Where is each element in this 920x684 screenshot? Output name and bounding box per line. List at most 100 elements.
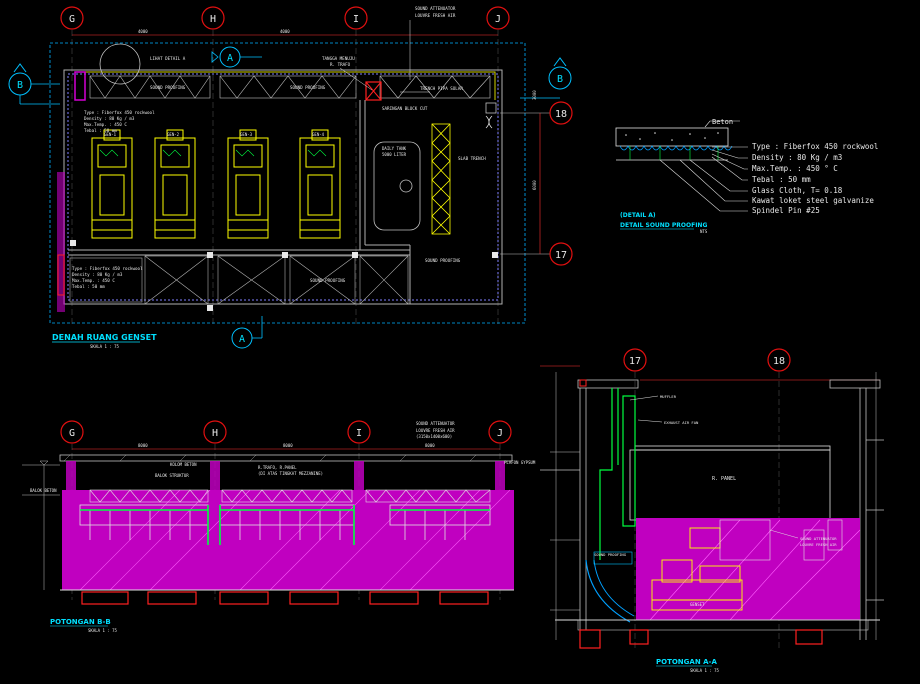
grid-label-i: I	[353, 14, 359, 25]
sound-attenuator-label: SOUND ATTENUATOR	[415, 6, 456, 11]
svg-text:GEN-1: GEN-1	[104, 132, 117, 137]
plan-title: DENAH RUANG GENSET	[52, 333, 157, 342]
detail-note-spindel: Spindel Pin #25	[752, 206, 820, 215]
detail-a-subtitle: DETAIL SOUND PROOFING	[620, 222, 707, 229]
sound-proofing-label-2: SOUND PROOFING	[290, 85, 326, 90]
section-mark-a-bottom: A	[231, 316, 263, 349]
detail-beton-label: Beton	[712, 118, 733, 126]
section-a-louvre: LOUVRE FRESH AIR	[800, 542, 837, 547]
detail-a-nts: NTS	[700, 229, 708, 234]
daily-tank-label: DAILY TANK	[382, 146, 407, 151]
section-b-balok-beton: BALOK BETON	[30, 488, 57, 493]
detail-note-glass: Glass Cloth, T= 0.18	[752, 186, 843, 195]
section-b-trafo2: (DI ATAS TINGKAT MEZZANINE)	[258, 471, 323, 476]
section-a-sound-proof: SOUND PROOFING	[594, 552, 627, 557]
detail-spec-type: Type : Fiberfox 450 rockwool	[752, 142, 878, 151]
saringan-label: SARINGAN BLOCK CUT	[382, 106, 428, 111]
panel-label: R. PANEL	[712, 476, 736, 482]
section-b-room-fill	[62, 490, 514, 590]
spec-left2-1: Density : 80 Kg / m3	[72, 272, 123, 277]
plan-exhaust-circle	[99, 43, 141, 85]
grid-label-g: G	[69, 14, 75, 25]
section-a-exhaust: EXHAUST AIR FAN	[664, 420, 699, 425]
svg-text:8000: 8000	[425, 443, 435, 448]
section-mark-b-right: B	[520, 57, 572, 99]
spec-left2-2: Max.Temp. : 450 C	[72, 278, 115, 283]
svg-text:B: B	[557, 74, 563, 85]
section-b-ducts	[89, 489, 491, 503]
spec-left2-0: Type : Fiberfox 450 rockwool	[72, 266, 143, 271]
louvre-label: LOUVRE FRESH AIR	[415, 13, 456, 18]
section-a-title: POTONGAN A-A	[656, 658, 717, 666]
plan-dim-1: 6000	[532, 180, 537, 190]
svg-text:B: B	[17, 80, 23, 91]
svg-text:I: I	[356, 428, 362, 439]
grid-bubbles-plan-top: G H I J	[60, 6, 510, 30]
grid-bubbles-section-a: 17 18	[623, 348, 791, 372]
grid-bubbles-plan-side: 18 17	[500, 101, 573, 266]
plan-view: G H I J	[8, 6, 573, 349]
svg-text:17: 17	[629, 356, 641, 367]
trench-label: TRENCH PIPA SOLAR	[420, 86, 463, 91]
panel-room	[629, 445, 831, 521]
plan-dim-4: 4000	[280, 29, 290, 34]
tangga-label-2: R. TRAFO	[330, 62, 351, 67]
section-a-a: 17 18 R. PANEL	[540, 348, 884, 673]
section-a-scale: SKALA 1 : 75	[690, 668, 719, 673]
svg-text:8000: 8000	[138, 443, 148, 448]
plan-scale: SKALA 1 : 75	[90, 344, 119, 349]
detail-note-kawat: Kawat loket steel galvanize	[752, 196, 874, 205]
svg-text:GEN-4: GEN-4	[312, 132, 325, 137]
section-b-louvre2: (3150x1400x600)	[416, 434, 452, 439]
detail-spec-density: Density : 80 Kg / m3	[752, 153, 842, 162]
genset-units	[91, 129, 341, 239]
sound-proofing-label-1: SOUND PROOFING	[150, 85, 186, 90]
section-b-balok-struktur: BALOK STRUKTUR	[155, 473, 189, 478]
sound-proofing-label-3: SOUND PROOFING	[425, 258, 461, 263]
section-a-room-fill	[636, 518, 860, 620]
section-a-sound-att: SOUND ATTENUATOR	[800, 536, 837, 541]
section-a-muffler: MUFFLER	[660, 394, 677, 399]
section-b-b: G H I J 8000 8000 8000	[22, 420, 536, 633]
detail-spec-maxtemp: Max.Temp. : 450 ° C	[752, 164, 838, 173]
section-b-kolom: KOLOM BETON	[170, 462, 197, 467]
daily-tank	[373, 141, 421, 231]
section-a-genset-label: GENSET	[690, 602, 705, 607]
spec-left-3: Tebal : 50 mm	[84, 128, 117, 133]
detail-a-title: (DETAIL A)	[620, 212, 656, 219]
svg-text:GEN-2: GEN-2	[167, 132, 180, 137]
trench-ladder	[431, 123, 451, 235]
section-b-plafon: PLAFON GYPSUM	[504, 460, 536, 465]
svg-text:GEN-3: GEN-3	[240, 132, 253, 137]
section-mark-b-left: B	[8, 63, 60, 105]
grid-bubbles-section-b: G H I J	[60, 420, 512, 444]
spec-left-0: Type : Fiberfox 450 rockwool	[84, 110, 155, 115]
section-b-scale: SKALA 1 : 75	[88, 628, 117, 633]
section-b-title: POTONGAN B-B	[50, 618, 111, 626]
spec-left2-3: Tebal : 50 mm	[72, 284, 105, 289]
svg-text:A: A	[227, 53, 233, 64]
plan-dim-3: 4000	[138, 29, 148, 34]
section-b-trafo: R.TRAFO, R.PANEL	[258, 465, 297, 470]
spec-left-1: Density : 80 Kg / m3	[84, 116, 135, 121]
tangga-label: TANGGA MENUJU	[322, 56, 355, 61]
svg-text:8000: 8000	[283, 443, 293, 448]
detail-spec-tebal: Tebal : 50 mm	[752, 175, 811, 184]
svg-text:G: G	[69, 428, 75, 439]
detail-a: Beton Type : Fiberfox 450 rockwool Densi…	[615, 118, 878, 234]
lihat-detail-label: LIHAT DETAIL A	[150, 56, 186, 61]
svg-text:H: H	[212, 428, 218, 439]
grid-label-18: 18	[555, 109, 567, 120]
spec-left-2: Max.Temp. : 450 C	[84, 122, 127, 127]
grid-label-h: H	[210, 14, 216, 25]
slab-trench-label: SLAB TRENCH	[458, 156, 486, 161]
section-mark-a-top: A	[211, 46, 262, 68]
section-b-louvre: LOUVRE FRESH AIR	[416, 428, 455, 433]
grid-label-j: J	[495, 14, 501, 25]
daily-tank-capacity: 5000 LITER	[382, 152, 407, 157]
svg-text:A: A	[239, 334, 245, 345]
section-a-genset	[651, 527, 743, 611]
section-b-sound-att: SOUND ATTENUATOR	[416, 421, 455, 426]
grid-label-17: 17	[555, 250, 567, 261]
